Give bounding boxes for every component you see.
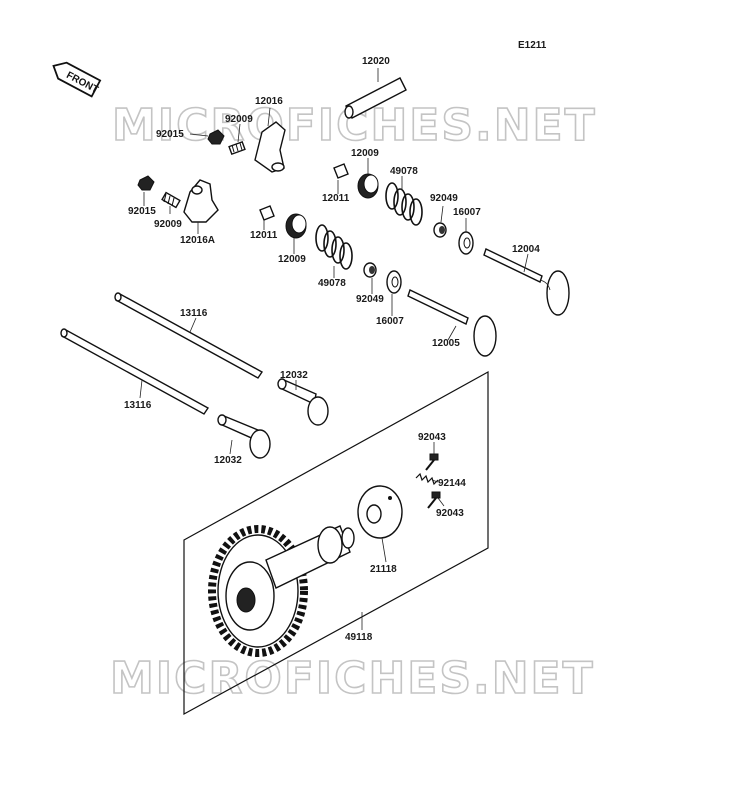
part-label-92015-lower: 92015 [128, 206, 156, 217]
camshaft-gear [208, 525, 355, 657]
part-label-92144: 92144 [438, 478, 466, 489]
valve-seal-upper [433, 222, 447, 238]
part-label-12009-lower: 12009 [278, 254, 306, 265]
camshaft-assembly-frame [183, 370, 489, 716]
part-label-92043-lower: 92043 [436, 508, 464, 519]
part-label-13116-upper: 13116 [180, 308, 208, 319]
part-label-92049-upper: 92049 [430, 193, 458, 204]
spring-seat-upper [458, 231, 474, 255]
rocker-arm-upper [254, 121, 286, 173]
part-label-12016: 12016 [255, 96, 283, 107]
part-label-49118: 49118 [345, 632, 373, 643]
bolt-lower [427, 491, 441, 509]
decompressor-plate [357, 485, 403, 539]
watermark-bottom: MICROFICHES.NET [110, 653, 595, 704]
part-label-12032-lower: 12032 [214, 455, 242, 466]
part-label-49078-upper: 49078 [390, 166, 418, 177]
part-label-92009-lower: 92009 [154, 219, 182, 230]
part-label-12009-upper: 12009 [351, 148, 379, 159]
part-label-12032-upper: 12032 [280, 370, 308, 381]
rocker-shaft [344, 77, 407, 119]
part-label-92009-upper: 92009 [225, 114, 253, 125]
part-label-92049-lower: 92049 [356, 294, 384, 305]
part-label-16007-upper: 16007 [453, 207, 481, 218]
nut-lower [137, 175, 155, 191]
part-label-12004: 12004 [512, 244, 540, 255]
tappet-lower [217, 414, 271, 459]
part-label-92015-upper: 92015 [156, 129, 184, 140]
part-label-12011-lower: 12011 [250, 230, 278, 241]
part-label-21118: 21118 [370, 564, 397, 575]
part-label-12005: 12005 [432, 338, 460, 349]
push-rod-lower [60, 328, 210, 415]
part-label-16007-lower: 16007 [376, 316, 404, 327]
part-label-12020: 12020 [362, 56, 390, 67]
adjust-screw-upper [228, 140, 246, 156]
part-label-92043-upper: 92043 [418, 432, 446, 443]
valve-cap-upper [333, 163, 349, 179]
decompressor-spring [415, 472, 439, 486]
valve-spring-lower [315, 224, 353, 270]
exhaust-valve [407, 289, 497, 357]
nut-upper [207, 129, 225, 145]
spring-seat-lower [386, 270, 402, 294]
part-label-12011-upper: 12011 [322, 193, 350, 204]
push-rod-upper [114, 292, 264, 379]
adjust-screw-lower [161, 191, 181, 209]
valve-cap-lower [259, 205, 275, 221]
spring-retainer-lower [285, 213, 307, 239]
tappet-upper [277, 378, 329, 426]
valve-seal-lower [363, 262, 377, 278]
part-label-13116-lower: 13116 [124, 400, 152, 411]
spring-retainer-upper [357, 173, 379, 199]
front-arrow-icon: FRONT [52, 61, 102, 98]
valve-spring-upper [385, 182, 423, 226]
diagram-code: E1211 [518, 40, 547, 51]
rocker-arm-lower [183, 179, 219, 223]
part-label-49078-lower: 49078 [318, 278, 346, 289]
part-label-12016A: 12016A [180, 235, 215, 246]
bolt-upper [425, 453, 439, 471]
intake-valve [483, 248, 570, 316]
